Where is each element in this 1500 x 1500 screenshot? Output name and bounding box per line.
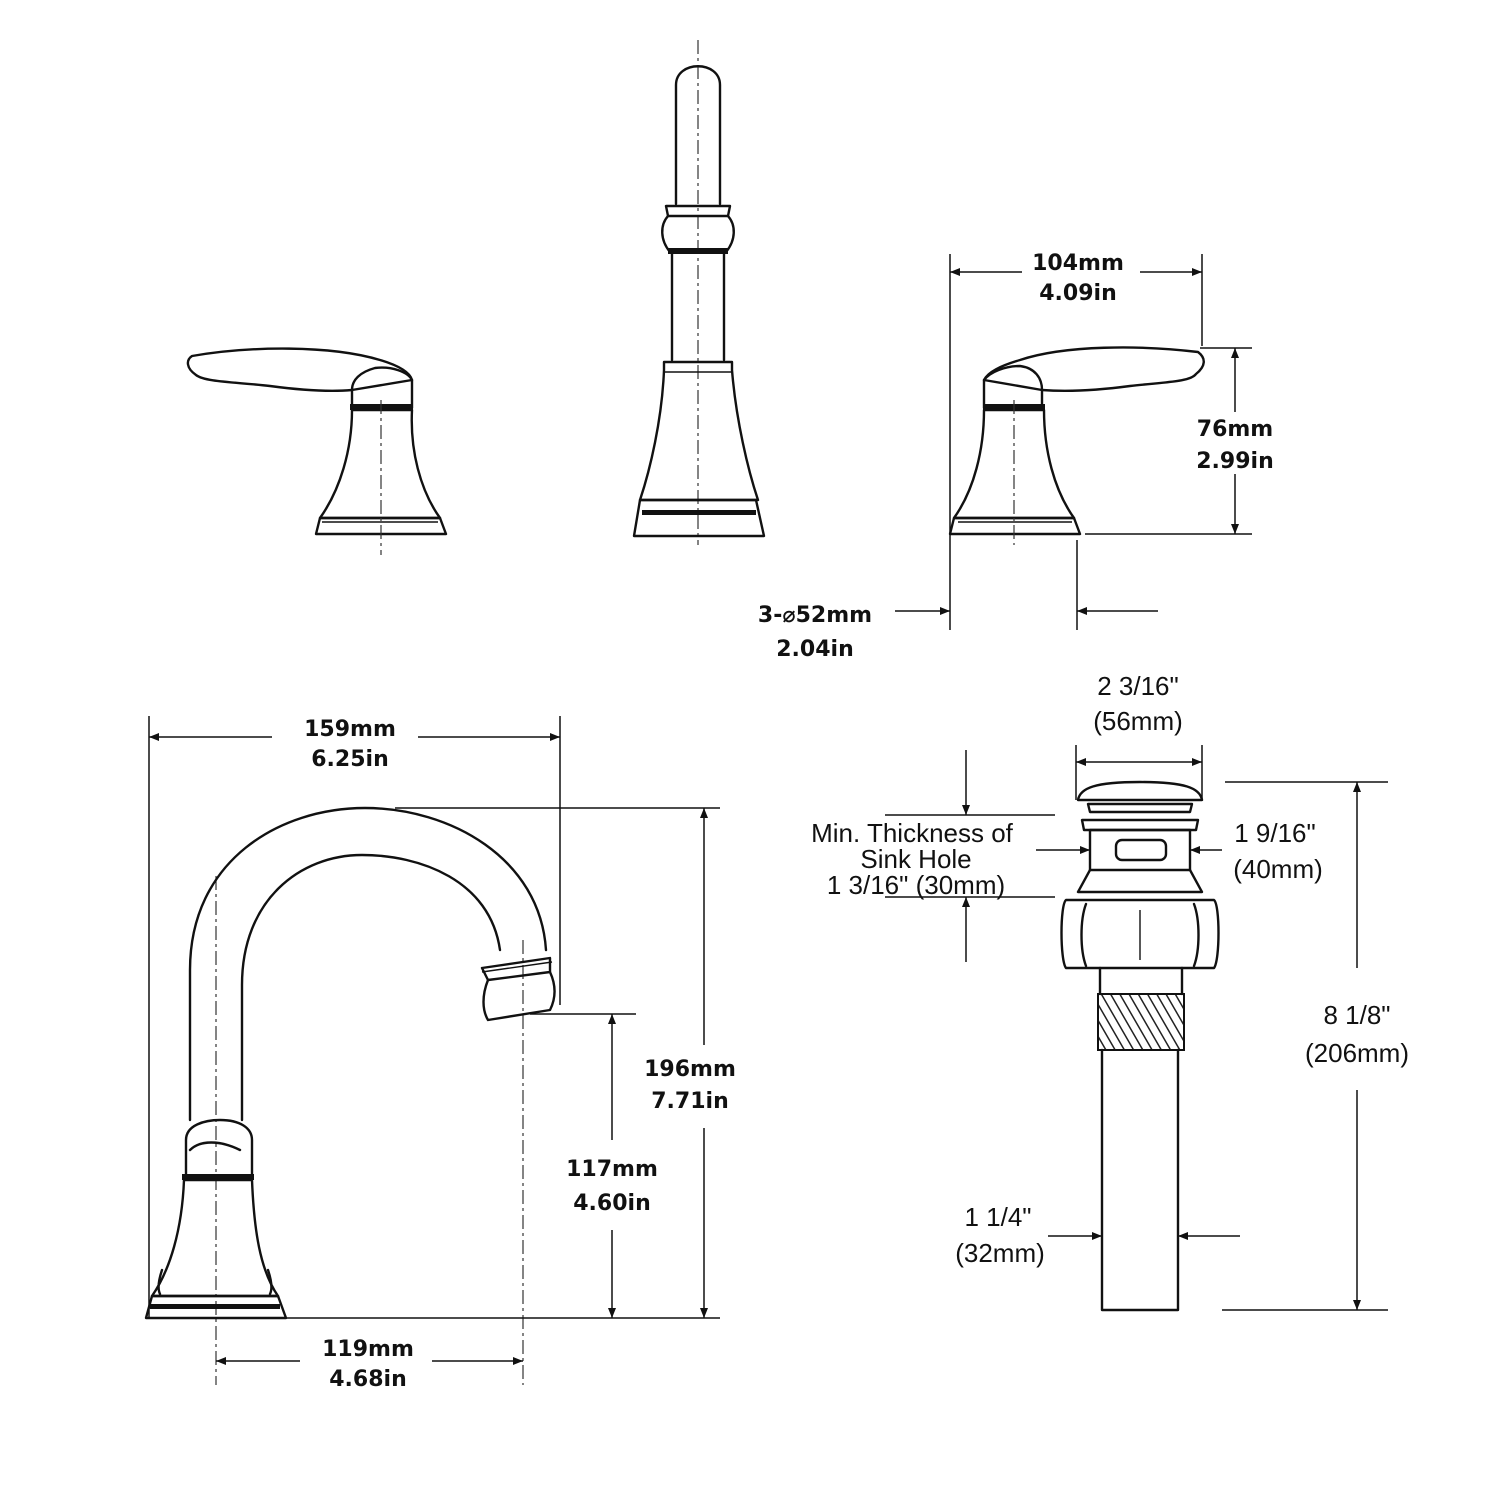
spout-reach-mm: 159mm bbox=[304, 717, 396, 742]
right-handle bbox=[948, 346, 1205, 545]
sink-hole-note-line3: 1 3/16" (30mm) bbox=[827, 870, 1005, 900]
hole-diameter-in: 2.04in bbox=[776, 637, 853, 662]
drain-body-in: 1 9/16" bbox=[1234, 818, 1316, 848]
hole-diameter-dimension: 3-⌀52mm 2.04in bbox=[758, 540, 1158, 662]
sink-hole-thickness-dimension: Min. Thickness of Sink Hole 1 3/16" (30m… bbox=[811, 750, 1055, 962]
spout-side-view bbox=[144, 806, 556, 1385]
center-spout-front bbox=[632, 40, 766, 545]
spout-reach-dimension: 159mm 6.25in bbox=[148, 716, 561, 1318]
spout-height-dimension: 196mm 7.71in bbox=[286, 807, 736, 1319]
drain-body-dimension: 1 9/16" (40mm) bbox=[1036, 818, 1323, 884]
sink-hole-note-line1: Min. Thickness of bbox=[811, 818, 1014, 848]
spout-clearance-in: 4.60in bbox=[573, 1191, 650, 1216]
drain-cap-mm: (56mm) bbox=[1093, 706, 1183, 736]
hole-diameter-mm: 3-⌀52mm bbox=[758, 603, 872, 628]
handle-width-dimension: 104mm 4.09in bbox=[949, 251, 1203, 630]
handle-height-in: 2.99in bbox=[1196, 449, 1273, 474]
spout-clearance-dimension: 117mm 4.60in bbox=[530, 1013, 658, 1318]
spout-height-in: 7.71in bbox=[651, 1089, 728, 1114]
drain-body-mm: (40mm) bbox=[1233, 854, 1323, 884]
spout-reach-in: 6.25in bbox=[311, 747, 388, 772]
handle-width-mm: 104mm bbox=[1032, 251, 1124, 276]
spout-center-mm: 119mm bbox=[322, 1337, 414, 1362]
pop-up-drain bbox=[1060, 780, 1220, 1312]
drain-cap-in: 2 3/16" bbox=[1097, 671, 1179, 701]
sink-hole-note-line2: Sink Hole bbox=[860, 844, 971, 874]
drain-length-in: 8 1/8" bbox=[1323, 1000, 1390, 1030]
spout-clearance-mm: 117mm bbox=[566, 1157, 658, 1182]
drain-length-mm: (206mm) bbox=[1305, 1038, 1409, 1068]
handle-height-dimension: 76mm 2.99in bbox=[1085, 347, 1274, 535]
drain-tail-mm: (32mm) bbox=[955, 1238, 1045, 1268]
spout-height-mm: 196mm bbox=[644, 1057, 736, 1082]
handle-height-mm: 76mm bbox=[1197, 417, 1273, 442]
drain-tail-in: 1 1/4" bbox=[964, 1202, 1031, 1232]
drain-tail-dimension: 1 1/4" (32mm) bbox=[955, 1202, 1240, 1268]
left-handle bbox=[186, 347, 448, 555]
spout-center-dimension: 119mm 4.68in bbox=[216, 1337, 523, 1392]
drain-length-dimension: 8 1/8" (206mm) bbox=[1222, 781, 1409, 1311]
handle-width-in: 4.09in bbox=[1039, 281, 1116, 306]
spout-center-in: 4.68in bbox=[329, 1367, 406, 1392]
drain-cap-dimension: 2 3/16" (56mm) bbox=[1075, 671, 1203, 800]
